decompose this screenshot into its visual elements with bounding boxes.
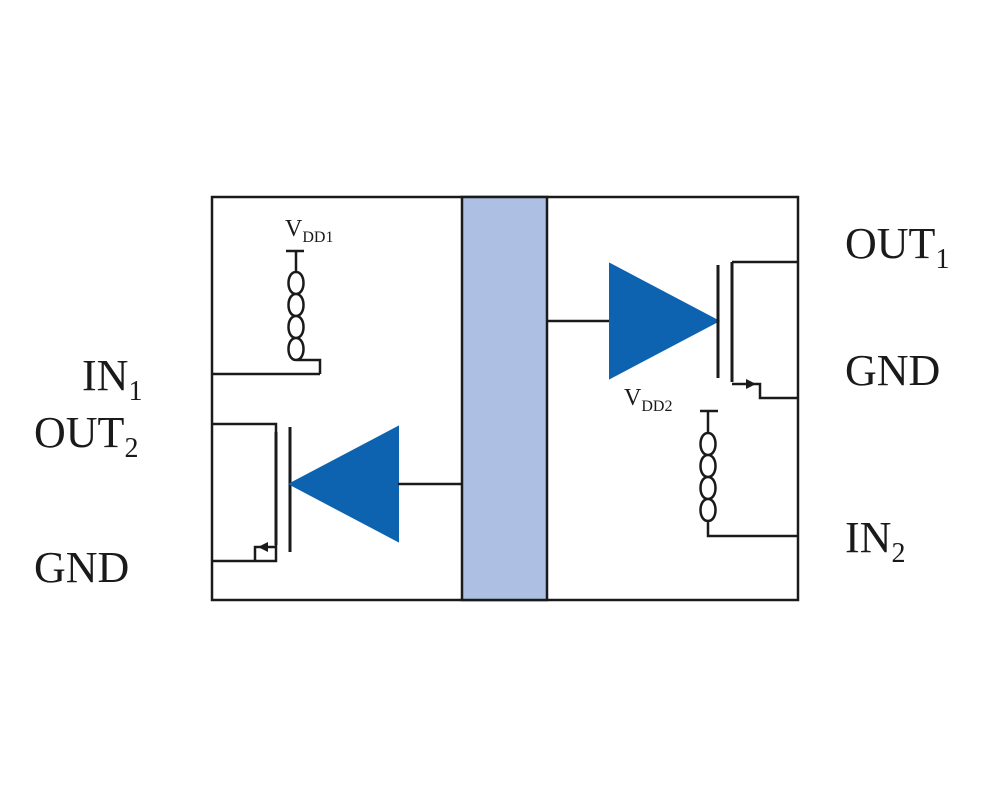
amplifier-left: [287, 425, 399, 543]
inductor-coil-right: [699, 425, 798, 538]
label-out2: OUT2: [34, 408, 138, 464]
amplifier-right: [609, 262, 721, 380]
isolation-barrier: [460, 195, 549, 602]
label-gnd-right: GND: [845, 346, 940, 395]
label-vdd1: VDD1: [285, 216, 333, 246]
label-vdd2: VDD2: [624, 385, 672, 415]
label-out1: OUT1: [845, 219, 949, 275]
vdd1-supply-terminal: [286, 249, 304, 265]
label-in1: IN1: [82, 351, 142, 407]
transistor-right: [716, 260, 798, 400]
label-gnd-left: GND: [34, 543, 129, 592]
transistor-left: [212, 422, 292, 563]
label-in2: IN2: [845, 513, 905, 569]
inductor-coil-left: [287, 265, 322, 374]
vdd2-supply-terminal: [700, 409, 718, 425]
